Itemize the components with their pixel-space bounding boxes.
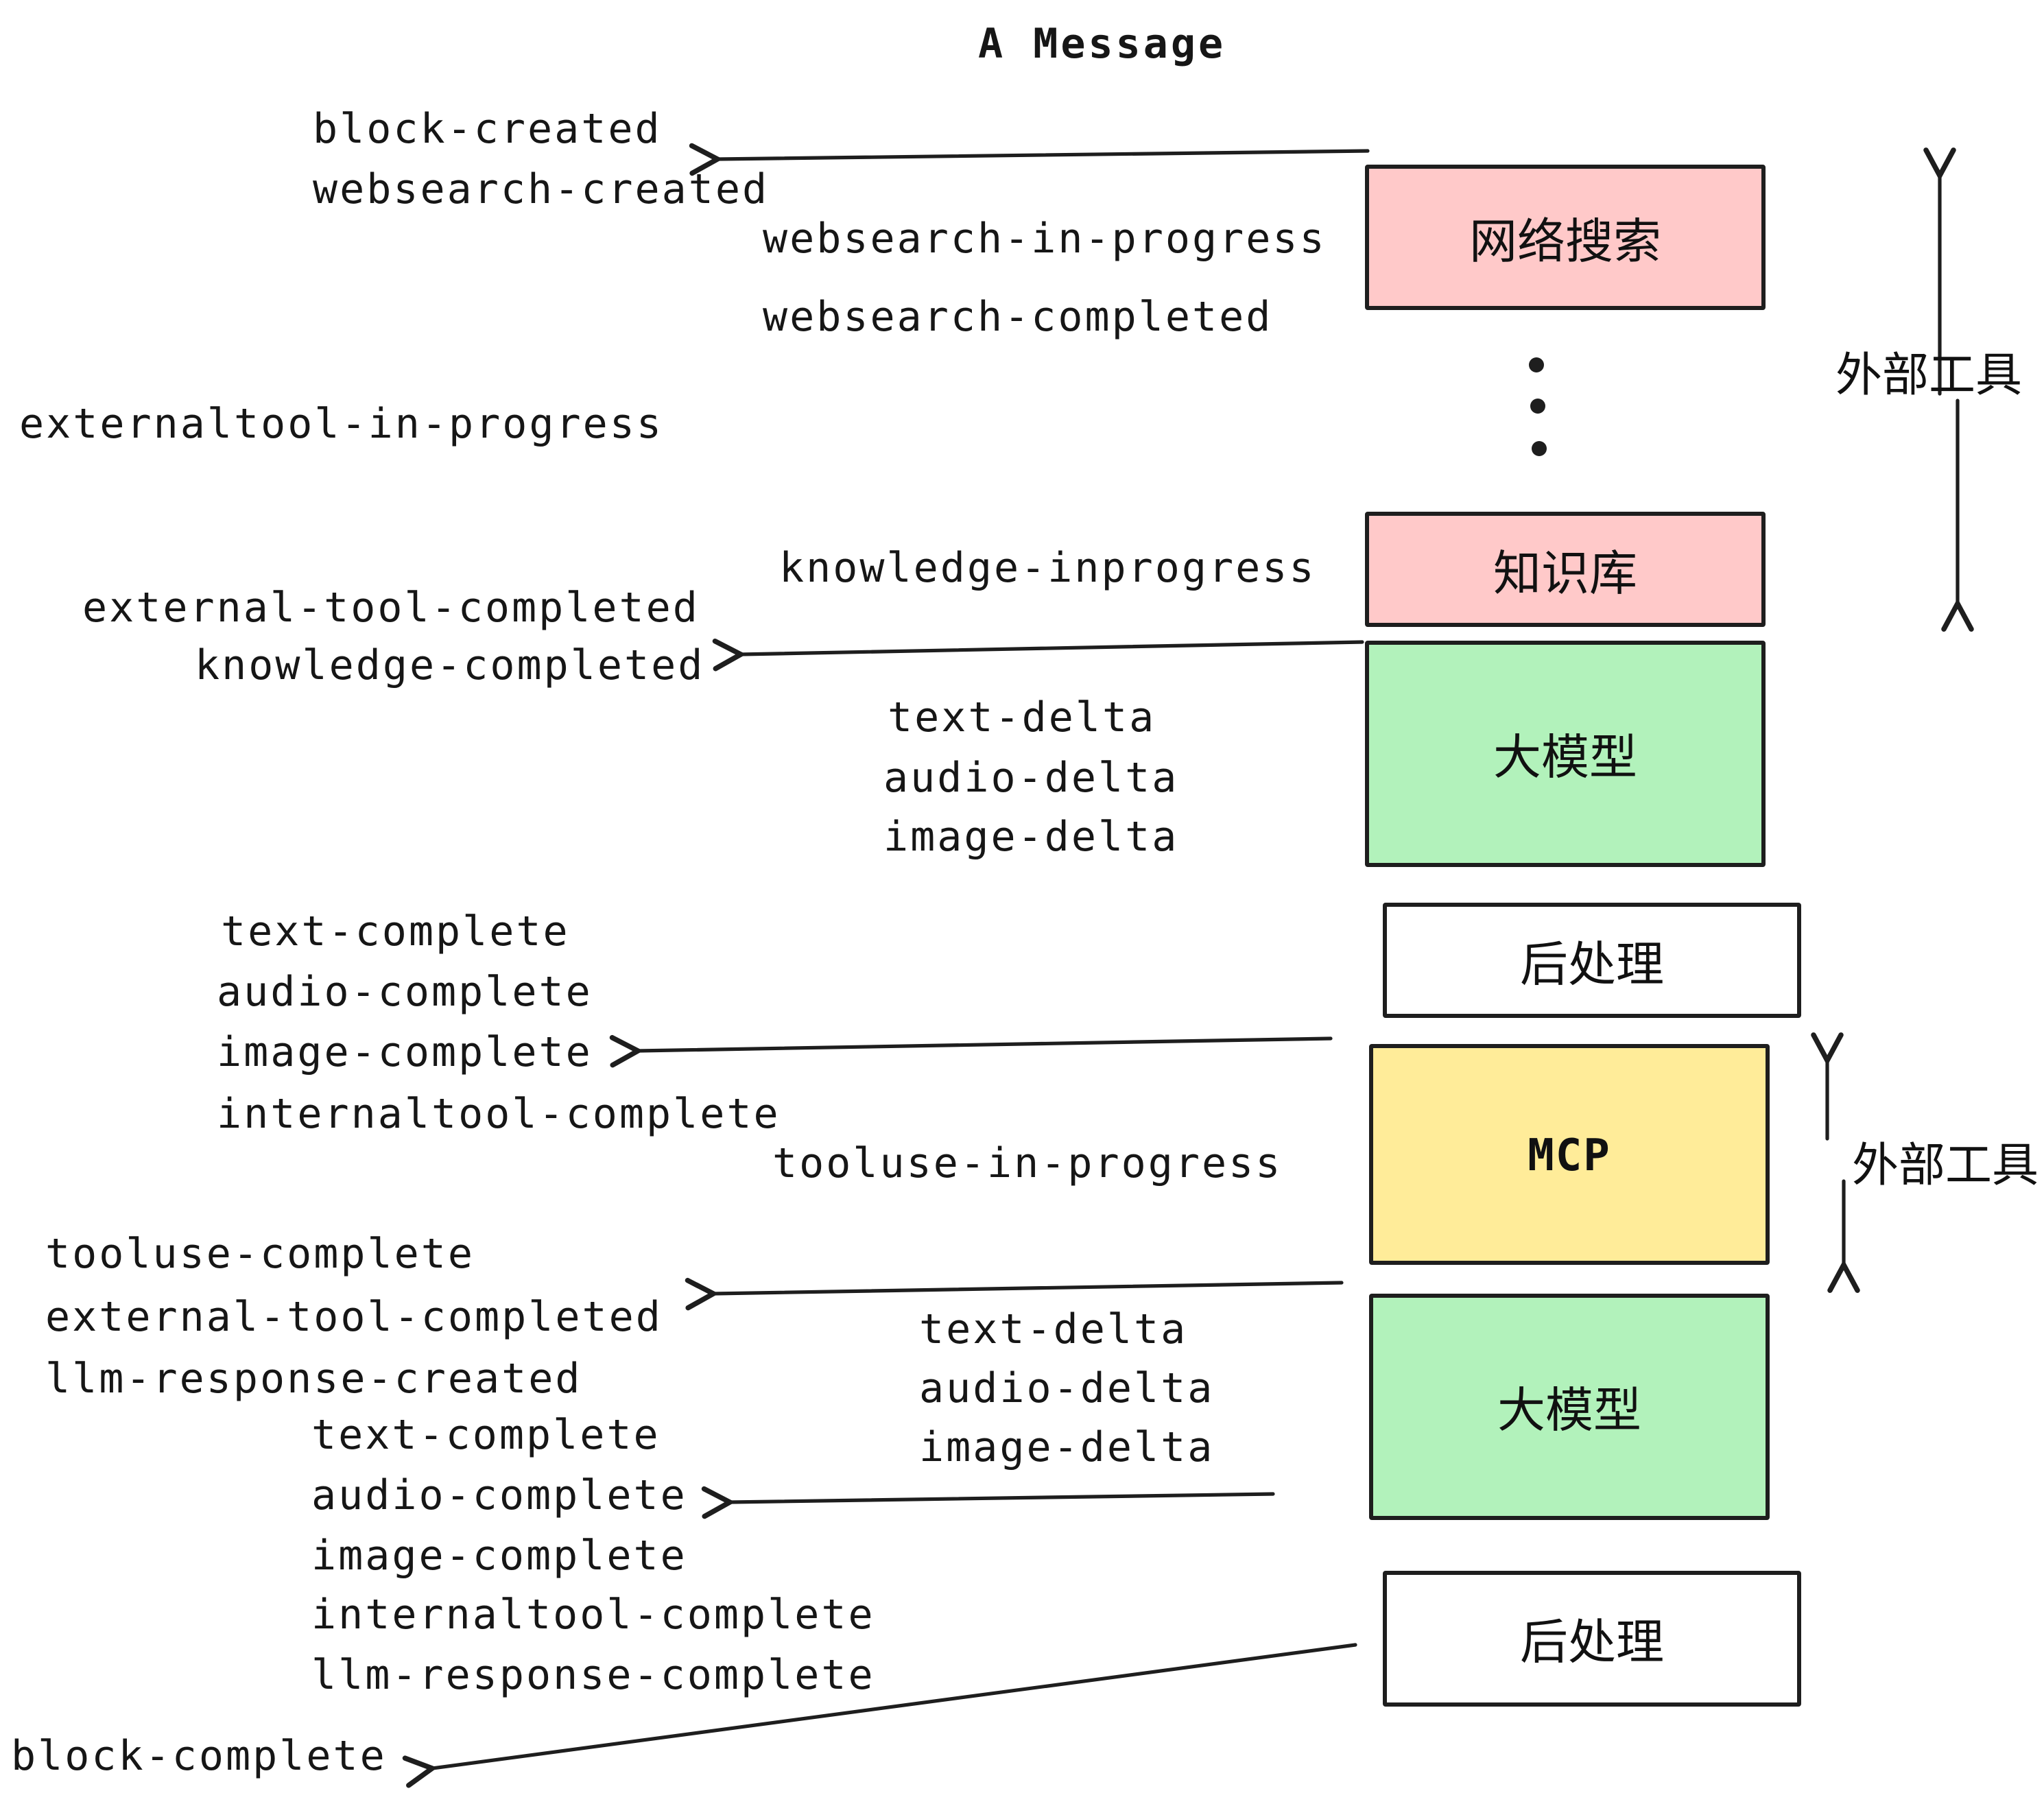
box-knowledge-label: 知识库 [1493, 547, 1637, 600]
event-websearch-in-progress: websearch-in-progress [763, 215, 1327, 263]
box-postprocess-1: 后处理 [1383, 903, 1801, 1018]
ellipsis-dots [1529, 357, 1547, 456]
event-image-complete-2: image-complete [311, 1532, 687, 1580]
event-external-tool-completed-1: external-tool-completed [82, 584, 700, 632]
event-audio-complete-1: audio-complete [217, 969, 593, 1017]
event-internaltool-complete-2: internaltool-complete [311, 1591, 875, 1639]
event-audio-delta-1: audio-delta [883, 755, 1179, 803]
arrow-image-complete-1 [609, 1034, 1333, 1068]
event-tooluse-in-progress: tooluse-in-progress [772, 1140, 1283, 1188]
external-tools-label-mid: 外部工具 [1852, 1140, 2039, 1192]
event-image-delta-2: image-delta [919, 1424, 1215, 1472]
box-knowledge: 知识库 [1365, 512, 1766, 627]
event-text-delta-2: text-delta [919, 1306, 1188, 1354]
event-websearch-completed: websearch-completed [763, 294, 1273, 342]
event-tooluse-complete: tooluse-complete [45, 1231, 475, 1279]
arrow-tooluse-complete [685, 1277, 1344, 1311]
box-postprocess-1-label: 后处理 [1519, 938, 1664, 991]
event-image-complete-1: image-complete [217, 1029, 593, 1077]
event-external-tool-completed-2: external-tool-completed [45, 1294, 663, 1342]
event-block-created: block-created [313, 106, 662, 154]
arrow-audio-complete-2 [701, 1486, 1275, 1519]
event-text-complete-2: text-complete [311, 1412, 661, 1460]
arrow-knowledge-completed [712, 639, 1364, 672]
box-postprocess-2-label: 后处理 [1519, 1616, 1664, 1670]
event-text-complete-1: text-complete [221, 908, 570, 956]
event-block-complete: block-complete [11, 1733, 387, 1781]
box-llm-1-label: 大模型 [1493, 731, 1637, 785]
diagram-title: A Message [978, 21, 1226, 69]
box-llm-2: 大模型 [1369, 1294, 1770, 1520]
event-llm-response-created: llm-response-created [45, 1355, 582, 1403]
box-websearch: 网络搜索 [1365, 165, 1766, 310]
arrow-websearch-created [689, 143, 1370, 176]
external-tools-label-top: 外部工具 [1835, 350, 2022, 402]
event-audio-delta-2: audio-delta [919, 1365, 1215, 1413]
event-audio-complete-2: audio-complete [311, 1472, 687, 1520]
event-websearch-created: websearch-created [313, 166, 770, 214]
box-websearch-label: 网络搜索 [1469, 215, 1661, 268]
box-llm-1: 大模型 [1365, 641, 1766, 867]
box-mcp-label: MCP [1528, 1128, 1611, 1180]
event-llm-response-complete: llm-response-complete [311, 1652, 875, 1700]
event-internaltool-complete-1: internaltool-complete [217, 1091, 781, 1139]
event-image-delta-1: image-delta [883, 814, 1179, 862]
event-knowledge-inprogress: knowledge-inprogress [779, 545, 1316, 593]
event-externaltool-in-progress: externaltool-in-progress [19, 401, 663, 449]
box-postprocess-2: 后处理 [1383, 1571, 1801, 1707]
event-text-delta-1: text-delta [888, 694, 1156, 742]
box-llm-2-label: 大模型 [1497, 1384, 1641, 1438]
box-mcp: MCP [1369, 1044, 1770, 1265]
event-knowledge-completed: knowledge-completed [195, 642, 705, 690]
